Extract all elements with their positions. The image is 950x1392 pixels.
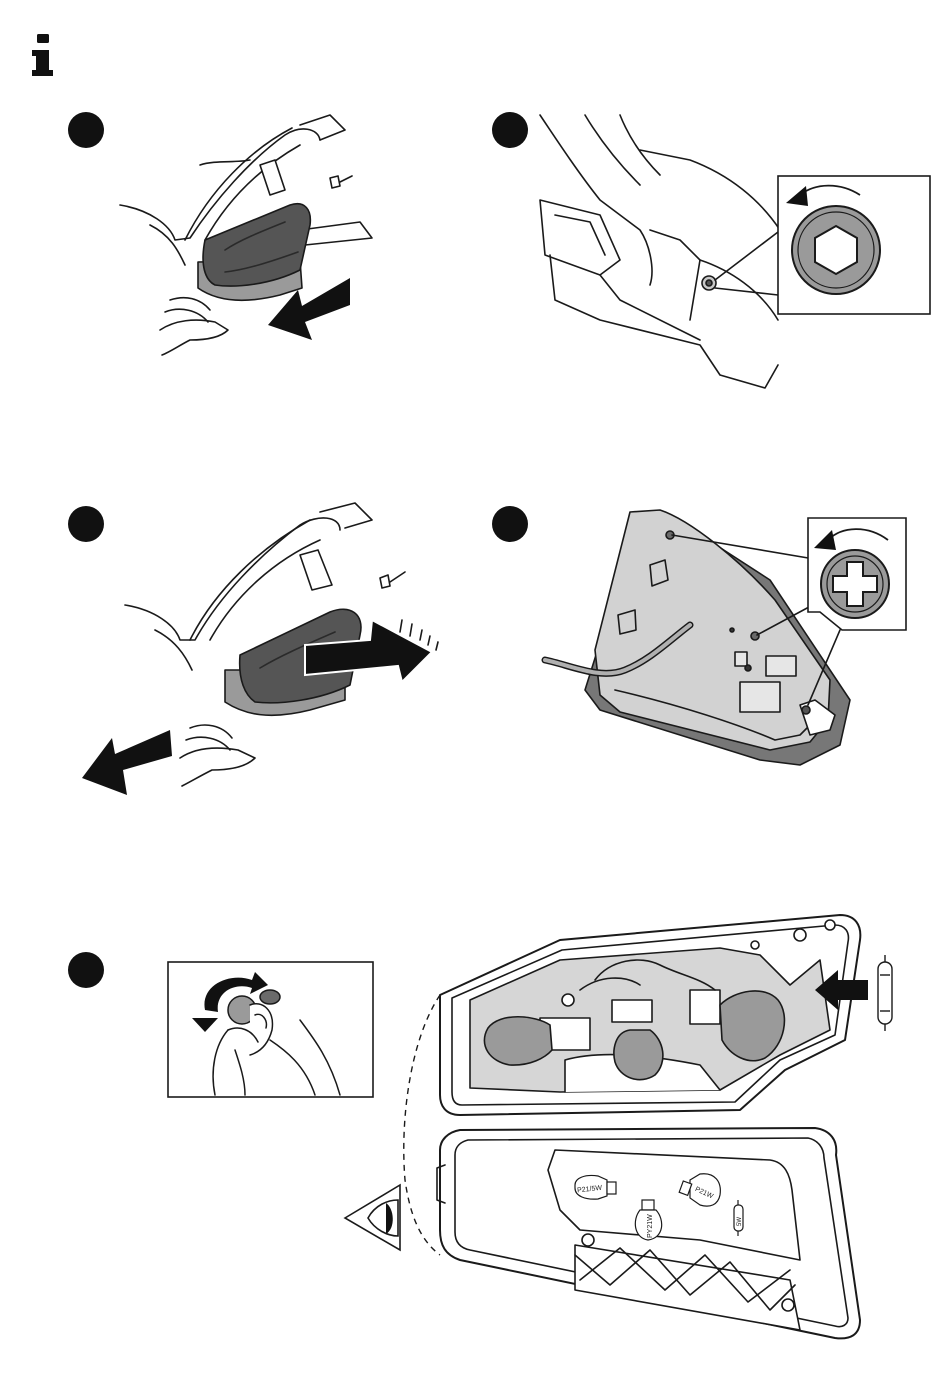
bulb-twist-inset	[168, 962, 373, 1097]
pull-arrow-left	[82, 730, 172, 795]
step-marker-2	[492, 112, 528, 148]
festoon-bulb-icon	[878, 955, 892, 1031]
step-1-illustration	[120, 115, 372, 355]
bulb-label-py21w: PY21W	[647, 1214, 654, 1238]
hex-socket-icon	[778, 176, 930, 314]
step-marker-4	[492, 506, 528, 542]
info-icon	[32, 34, 53, 76]
eye-icon	[345, 1185, 400, 1250]
bulb-diagram-5w: 5W	[734, 1200, 743, 1236]
step-marker-5	[68, 952, 104, 988]
bulb-label-5w: 5W	[737, 1217, 743, 1226]
step-marker-1	[68, 112, 104, 148]
bulb-carrier	[440, 915, 860, 1115]
phillips-screw-icon	[808, 518, 906, 630]
step-4-illustration	[545, 510, 850, 765]
step-marker-3	[68, 506, 104, 542]
step-2-illustration	[540, 115, 780, 388]
sight-line	[404, 995, 440, 1255]
